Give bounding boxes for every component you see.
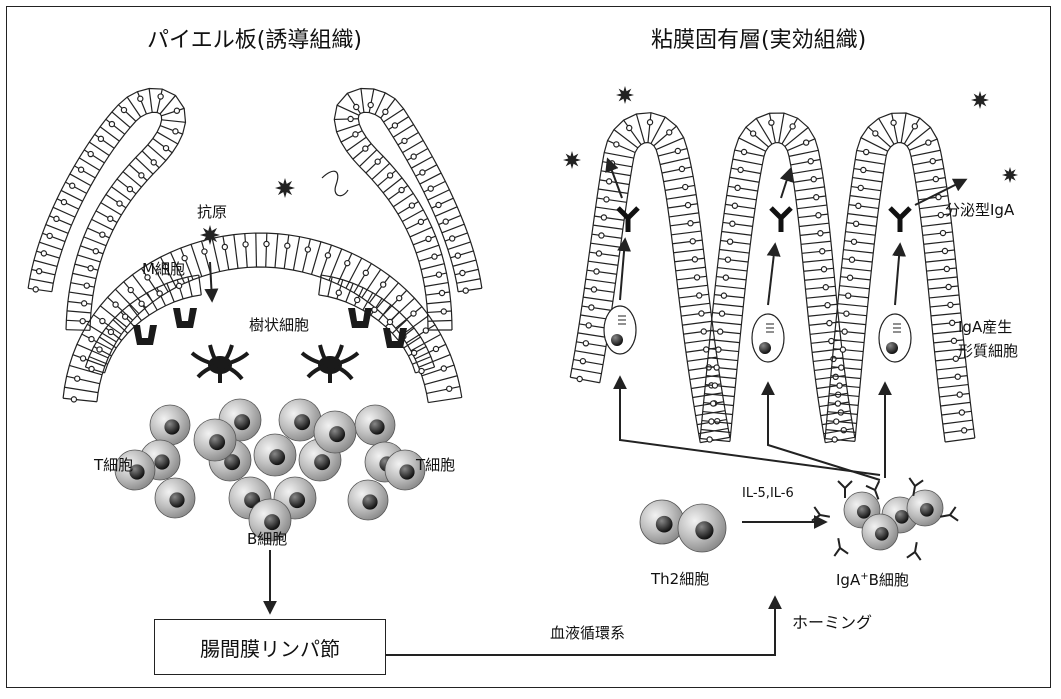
t-cell-right-label: T細胞 [416, 458, 455, 473]
pathogen-squiggle [322, 171, 348, 196]
t-cell-right-2 [348, 480, 388, 520]
mesenteric-lymph-node-label: 腸間膜リンパ節 [200, 633, 340, 662]
mesenteric-lymph-node-box: 腸間膜リンパ節 [154, 619, 386, 675]
secretory-iga-label: 分泌型IgA [945, 203, 1014, 218]
to-villus-2-arrow [768, 384, 880, 480]
cytokine-label: IL-5,IL-6 [742, 487, 794, 500]
m-cell-2 [348, 308, 372, 328]
homing-label: ホーミング [792, 615, 872, 631]
antigen-star-5 [971, 91, 989, 109]
to-villus-1-arrow [620, 378, 880, 475]
antigen-star-6 [1002, 167, 1018, 183]
lamina-propria-title: 粘膜固有層(実効組織) [651, 30, 866, 52]
secretory-iga-3 [890, 208, 910, 232]
b-cell-7 [194, 419, 236, 461]
plasma-up-3 [895, 245, 900, 305]
dendritic-cell-1 [192, 345, 248, 383]
antigen-label: 抗原 [197, 205, 227, 220]
th2-cell-label: Th2細胞 [651, 572, 709, 587]
blood-circulation-label: 血液循環系 [550, 626, 625, 641]
secretion-2 [781, 170, 790, 198]
iga-b-cell-label: IgA+B細胞 [836, 572, 909, 588]
iga-plasma-label-2: 形質細胞 [958, 344, 1018, 359]
iga-plasma-label-1: IgA産生 [958, 320, 1012, 335]
dendritic-cell-label: 樹状細胞 [249, 318, 309, 333]
t-cell-left-0 [150, 405, 190, 445]
iga-b-cell-suffix: B細胞 [869, 571, 909, 589]
b-cell-8 [314, 411, 356, 453]
plasma-up-2 [768, 245, 775, 305]
iga-b-cell-2 [862, 514, 898, 550]
b-cell-label: B細胞 [247, 532, 287, 547]
antigen-entry-arrow [210, 262, 212, 300]
secretory-iga-2 [771, 208, 791, 232]
m-cell-1 [173, 308, 197, 328]
antigen-star-1 [275, 178, 295, 198]
plasma-cell-2 [879, 314, 911, 362]
m-cell-label: M細胞 [142, 262, 185, 277]
b-cell-3 [254, 434, 296, 476]
villus-2 [700, 113, 855, 443]
plasma-cell-1 [752, 314, 784, 362]
dendritic-cell-2 [302, 345, 358, 383]
antigen-star-2 [200, 225, 220, 245]
t-cell-right-0 [355, 405, 395, 445]
t-cell-left-2 [155, 478, 195, 518]
th2-cell-2 [678, 504, 726, 552]
iga-b-cell-sup: + [860, 571, 868, 582]
iga-antibody-3 [831, 537, 848, 556]
m-cell-0 [133, 325, 157, 345]
peyers-patch-title: パイエル板(誘導組織) [147, 30, 362, 52]
t-cell-left-label: T細胞 [94, 458, 133, 473]
th2-cell-1 [640, 500, 684, 544]
antigen-star-4 [616, 86, 634, 104]
iga-b-cell-prefix: IgA [836, 571, 860, 589]
iga-antibody-0 [838, 481, 852, 498]
iga-antibody-4 [907, 541, 924, 560]
plasma-cell-0 [604, 306, 636, 354]
antigen-star-3 [563, 151, 581, 169]
